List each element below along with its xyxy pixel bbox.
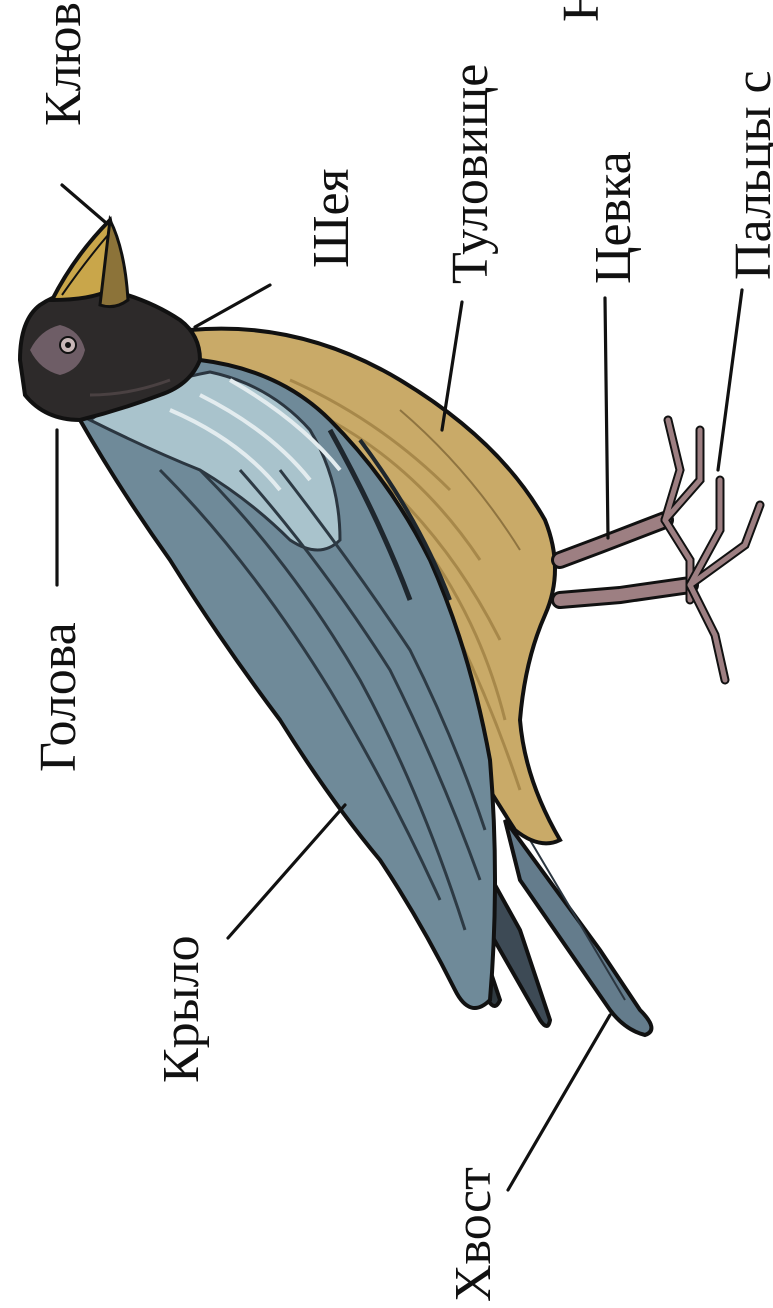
label-beak: Клюв	[35, 2, 92, 126]
label-head: Голова	[30, 622, 87, 772]
label-legs-cut: Н	[553, 0, 610, 22]
label-wing: Крыло	[153, 935, 210, 1083]
label-trunk: Туловище	[442, 64, 499, 284]
beak-leader	[62, 185, 105, 222]
bird-illustration	[20, 220, 760, 1035]
wing-leader	[228, 805, 345, 938]
tail-leader	[508, 1015, 610, 1190]
label-tarsus: Цевка	[585, 151, 642, 284]
toes-leader	[718, 290, 742, 470]
neck-leader	[195, 285, 270, 327]
beak	[52, 220, 128, 307]
tarsus-leader	[605, 298, 608, 538]
label-tail: Хвост	[445, 1167, 502, 1302]
label-neck: Шея	[303, 169, 360, 268]
legs	[560, 420, 760, 680]
trunk-leader	[442, 302, 462, 430]
label-toes: Пальцы с	[725, 70, 773, 280]
